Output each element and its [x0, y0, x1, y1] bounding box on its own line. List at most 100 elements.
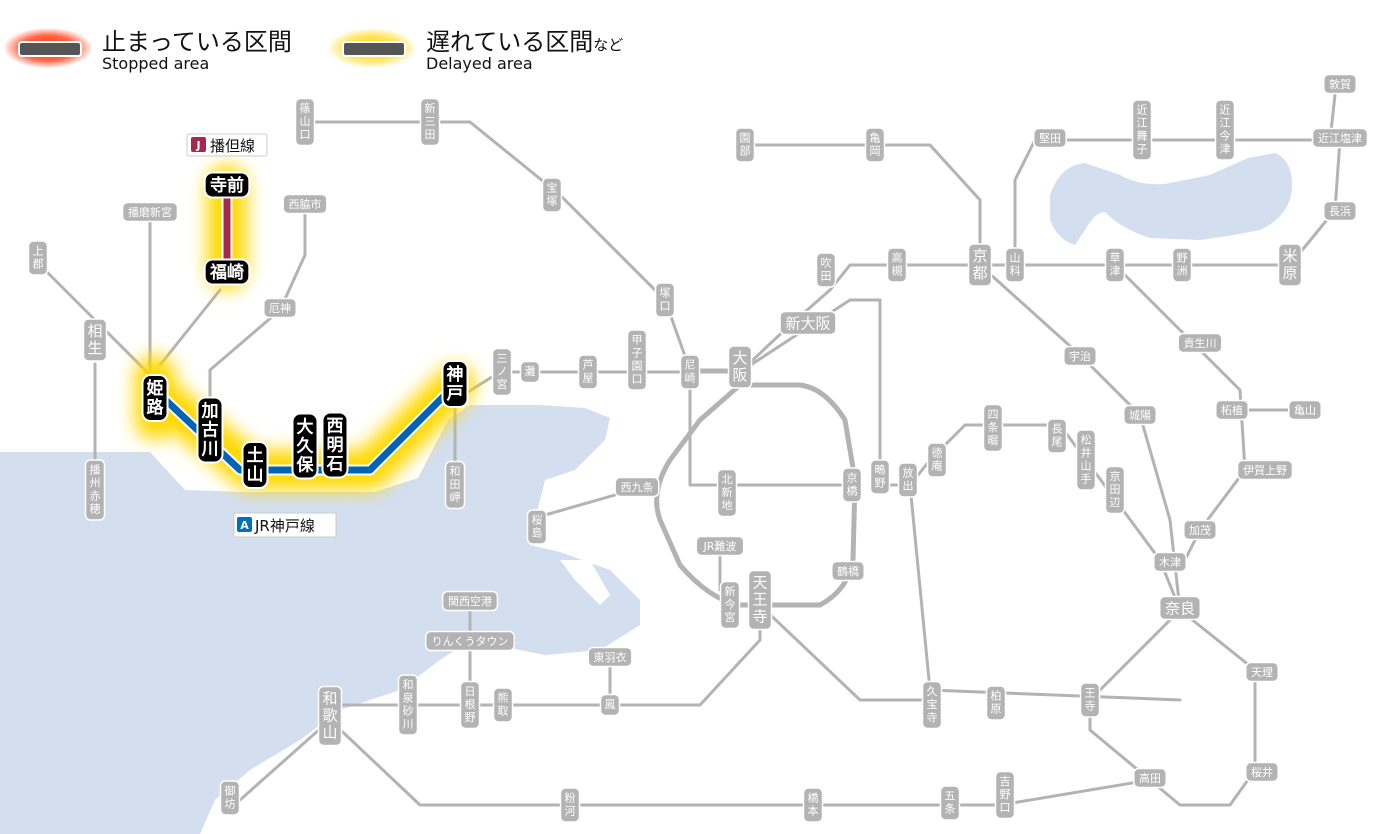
- station-name: 大久保: [296, 416, 315, 475]
- station-name: 四条畷: [988, 408, 999, 447]
- station-sannomiya: 三ノ宮: [491, 347, 513, 397]
- station-name: 近江舞子: [1137, 104, 1148, 156]
- station-box: [1323, 200, 1357, 222]
- station-tsuruhashi: 鶴橋: [831, 560, 865, 582]
- station-name: 播磨新宮: [128, 205, 172, 219]
- station-name: 加古川: [201, 401, 219, 459]
- station-izumisunagawa: 和泉砂川: [397, 674, 419, 736]
- station-box: [321, 411, 349, 479]
- station-name: 近江塩津: [1318, 131, 1362, 145]
- station-name: 粉河: [565, 792, 576, 818]
- station-name: 相生: [87, 322, 102, 357]
- station-takarazuka: 宝塚: [541, 177, 563, 213]
- station-box: [841, 467, 863, 503]
- station-box: [779, 310, 837, 336]
- station-box: [1004, 247, 1026, 283]
- station-kameoka: 亀岡: [864, 127, 886, 163]
- station-kyotanabe: 京田辺: [1104, 465, 1126, 515]
- station-box: [84, 459, 106, 521]
- station-box: [695, 535, 745, 557]
- station-box: [802, 787, 824, 823]
- station-box: [491, 347, 513, 397]
- station-box: [994, 770, 1016, 820]
- station-name: 吉野口: [1000, 775, 1011, 814]
- kobe-line-name: JR神戸線: [254, 517, 315, 535]
- station-box: [719, 580, 741, 630]
- station-kumatori: 熊取: [492, 687, 514, 723]
- station-name: 西明石: [326, 416, 344, 474]
- station-name: 加茂: [1189, 523, 1211, 537]
- station-box: [815, 252, 837, 288]
- station-box: [1236, 459, 1294, 481]
- station-name: 西脇市: [289, 197, 322, 211]
- station-name: 松井山手: [1081, 433, 1092, 486]
- station-box: [424, 630, 516, 652]
- station-name: 橋本: [808, 791, 819, 818]
- station-box: [559, 787, 581, 823]
- station-kansaikuko: 関西空港: [441, 590, 499, 612]
- highlighted-stations: 寺前福崎姫路加古川土山大久保西明石神戸: [141, 171, 469, 489]
- station-shinsanda: 新三田: [419, 97, 441, 147]
- station-box: [82, 318, 108, 362]
- station-box: [492, 687, 514, 723]
- station-box: [897, 462, 919, 498]
- station-box: [727, 345, 753, 389]
- delayed-swatch: [328, 28, 416, 68]
- station-kamigori: 上郡: [27, 240, 49, 276]
- station-name: 関西空港: [448, 594, 492, 608]
- station-name: 大阪: [732, 349, 747, 384]
- station-box: [121, 201, 179, 223]
- station-name: 長浜: [1329, 205, 1351, 218]
- station-box: [294, 97, 316, 147]
- station-box: [263, 297, 297, 319]
- station-box: [1288, 399, 1322, 421]
- station-jrnamba: JR難波: [695, 535, 745, 557]
- station-name: 高田: [1139, 771, 1161, 785]
- station-wadamisaki: 和田岬: [444, 460, 466, 510]
- station-name: 新今宮: [725, 584, 736, 624]
- station-name: りんくうタウン: [432, 635, 509, 648]
- station-name: 尼崎: [685, 359, 696, 385]
- stopped-label-jp: 止まっている区間: [102, 28, 292, 56]
- station-name: 和歌山: [322, 690, 337, 742]
- station-teramae: 寺前: [203, 171, 251, 199]
- station-name: 亀岡: [870, 131, 881, 158]
- station-ashiya: 芦屋: [577, 354, 599, 390]
- station-shinosaka: 新大阪: [779, 310, 837, 336]
- station-box: [599, 693, 621, 717]
- station-tsuruga: 敦賀: [1323, 73, 1357, 95]
- station-maibara: 米原: [1277, 243, 1303, 287]
- station-sakurajima: 桜島: [526, 509, 548, 545]
- station-name: 福崎: [209, 262, 244, 283]
- station-sakurai: 桜井: [1245, 761, 1279, 783]
- station-name: 西九条: [621, 480, 654, 494]
- station-box: [1033, 127, 1067, 149]
- station-box: [203, 171, 251, 199]
- station-kusatsu: 草津: [1104, 247, 1126, 283]
- station-name: 灘: [525, 365, 536, 378]
- station-box: [1277, 243, 1303, 287]
- station-box: [317, 685, 343, 747]
- station-box: [1153, 551, 1187, 573]
- station-gojo: 五条: [939, 785, 961, 821]
- station-name: 土山: [247, 445, 264, 485]
- station-box: [831, 560, 865, 582]
- station-wakayama: 和歌山: [317, 685, 343, 747]
- station-kizu: 木津: [1153, 551, 1187, 573]
- station-box: [1215, 399, 1249, 421]
- station-name: 堅田: [1039, 132, 1061, 145]
- delayed-label-en: Delayed area: [426, 54, 533, 73]
- station-hanaten: 放出: [897, 462, 919, 498]
- station-nishiwakishi: 西脇市: [282, 193, 328, 215]
- station-nagao: 長尾: [1046, 418, 1068, 454]
- station-yoshinoguchi: 吉野口: [994, 770, 1016, 820]
- station-box: [626, 329, 648, 391]
- station-name: 京田辺: [1110, 469, 1121, 509]
- station-name: 北新地: [722, 473, 733, 512]
- station-box: [27, 240, 49, 276]
- station-box: [459, 680, 481, 730]
- station-name: 芦屋: [583, 359, 594, 385]
- station-box: [1311, 127, 1369, 149]
- water-bodies: [0, 153, 1292, 834]
